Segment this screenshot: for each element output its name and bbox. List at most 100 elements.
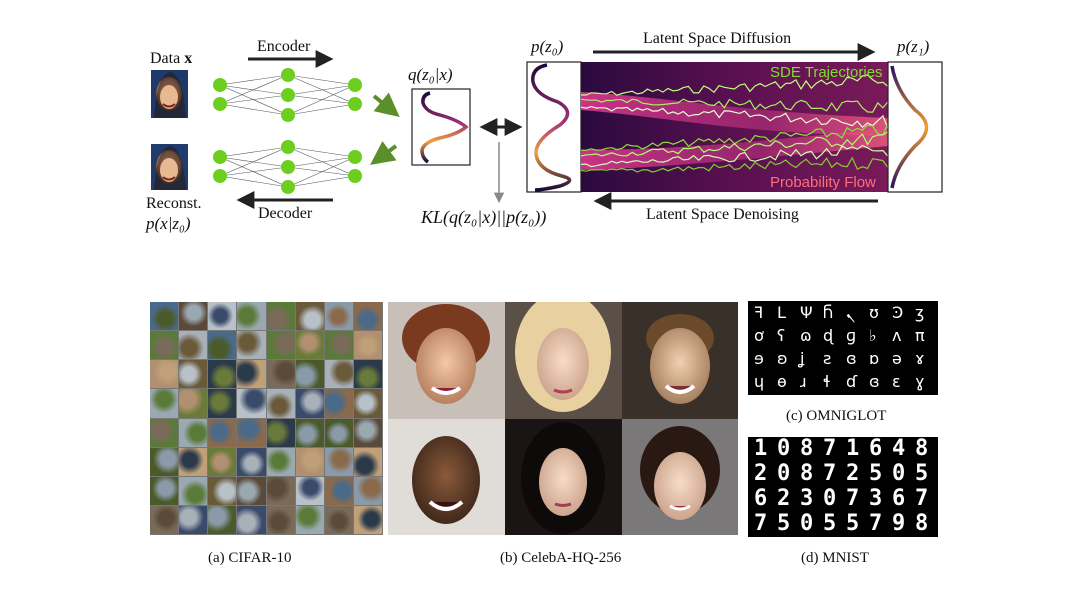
cifar-thumbnail — [150, 505, 179, 534]
omniglot-character: ɖ — [823, 326, 834, 345]
mnist-digit: 0 — [800, 511, 814, 536]
omniglot-character: ɣ — [915, 372, 925, 391]
cifar-thumbnail — [266, 418, 295, 447]
encoder-connection — [287, 84, 356, 116]
omniglot-character: ʝ — [800, 349, 805, 368]
cifar-thumbnail — [179, 447, 208, 476]
cifar-thumbnail — [208, 360, 237, 389]
encoder-connection — [219, 94, 289, 105]
cifar-thumbnail — [208, 476, 237, 505]
cifar-thumbnail — [150, 476, 179, 505]
mnist-digit: 2 — [777, 486, 791, 511]
cifar-thumbnail — [237, 476, 266, 505]
cifar-thumbnail — [150, 331, 179, 360]
mnist-digit: 7 — [915, 486, 929, 511]
decoder-label: Decoder — [258, 205, 313, 222]
posterior-expression: q(z₀|x) — [408, 65, 453, 84]
mnist-digit: 7 — [823, 461, 837, 486]
decoder-node — [348, 150, 362, 164]
cifar-thumbnail — [295, 389, 324, 418]
mnist-digit: 6 — [892, 486, 906, 511]
cifar-thumbnail — [324, 360, 353, 389]
cifar-thumbnail — [208, 389, 237, 418]
cifar-thumbnail — [208, 302, 237, 331]
omniglot-character: π — [915, 326, 925, 345]
mnist-digit: 8 — [800, 436, 814, 461]
cifar-thumbnail — [353, 505, 382, 534]
omniglot-character: ♭ — [869, 326, 877, 345]
sde-trajectory — [580, 105, 889, 129]
cifar-thumbnail — [208, 418, 237, 447]
mnist-digit: 0 — [823, 486, 837, 511]
decoder-node — [213, 169, 227, 183]
omniglot-character: Ⴌ — [823, 303, 833, 322]
encoder-connection — [219, 103, 289, 116]
mnist-digit: 5 — [777, 511, 791, 536]
mnist-digit: 6 — [754, 486, 768, 511]
cifar-thumbnail — [295, 302, 324, 331]
omniglot-character: ɞ — [846, 349, 857, 368]
cifar-thumbnail — [266, 331, 295, 360]
omniglot-character: ɞ — [869, 372, 880, 391]
encoder-connection — [287, 74, 356, 86]
mnist-digit: 4 — [892, 436, 906, 461]
reconstructed-face-image — [151, 144, 188, 190]
sde-trajectory — [580, 156, 889, 173]
decoder-connection — [287, 156, 356, 168]
decoder-connection — [219, 156, 289, 188]
omniglot-character: ɒ — [869, 349, 880, 368]
encoder-connection — [287, 103, 356, 116]
cifar-thumbnail — [237, 302, 266, 331]
cifar-sample-grid — [150, 302, 383, 535]
caption-celeba: (b) CelebA-HQ-256 — [500, 550, 622, 566]
cifar-thumbnail — [295, 447, 324, 476]
cifar-thumbnail — [179, 505, 208, 534]
omniglot-character: Ψ — [800, 303, 813, 322]
encoder-node — [281, 88, 295, 102]
prior-right-density — [890, 65, 929, 189]
mnist-digit: 2 — [754, 461, 768, 486]
mnist-digit: 1 — [846, 436, 860, 461]
cifar-thumbnail — [324, 302, 353, 331]
to-posterior-arrow — [372, 92, 400, 118]
cifar-thumbnail — [150, 447, 179, 476]
cifar-thumbnail — [324, 418, 353, 447]
omniglot-character: ɛ — [892, 372, 901, 391]
cifar-thumbnail — [353, 302, 382, 331]
cifar-thumbnail — [179, 418, 208, 447]
cifar-thumbnail — [324, 389, 353, 418]
sde-label: SDE Trajectories — [770, 64, 883, 81]
data-symbol: x — [184, 50, 193, 67]
encoder-node — [213, 97, 227, 111]
encoder-connection — [287, 84, 356, 96]
decoder-connection — [219, 156, 289, 168]
denoising-label: Latent Space Denoising — [646, 206, 799, 223]
omniglot-character: ʒ — [915, 303, 925, 322]
decoder-connection — [287, 146, 356, 158]
mnist-digit: 5 — [823, 511, 837, 536]
sde-trajectories — [580, 74, 889, 173]
mnist-digit: 8 — [800, 461, 814, 486]
cifar-thumbnail — [295, 476, 324, 505]
decoder-connection — [219, 175, 289, 188]
mnist-digit: 0 — [777, 461, 791, 486]
reconst-expression: p(x|z₀) — [146, 214, 191, 233]
sde-trajectory — [580, 144, 889, 168]
flow-label: Probability Flow — [770, 174, 876, 191]
mnist-digit: 8 — [915, 436, 929, 461]
encoder-nodes — [213, 68, 362, 122]
cifar-thumbnail — [353, 360, 382, 389]
cifar-thumbnail — [237, 360, 266, 389]
decoder-connection — [219, 146, 289, 177]
decoder-connection — [219, 146, 289, 158]
posterior-density-curve — [420, 91, 469, 164]
omniglot-character: ܢ — [846, 303, 855, 322]
decoder-connection — [287, 175, 356, 188]
cifar-thumbnail — [324, 505, 353, 534]
omniglot-character: ʚ — [777, 349, 788, 368]
mnist-digit: 7 — [754, 511, 768, 536]
cifar-thumbnail — [353, 389, 382, 418]
sde-trajectory — [581, 74, 889, 96]
mnist-digit: 0 — [777, 436, 791, 461]
omniglot-character: Ͽ — [892, 303, 904, 322]
